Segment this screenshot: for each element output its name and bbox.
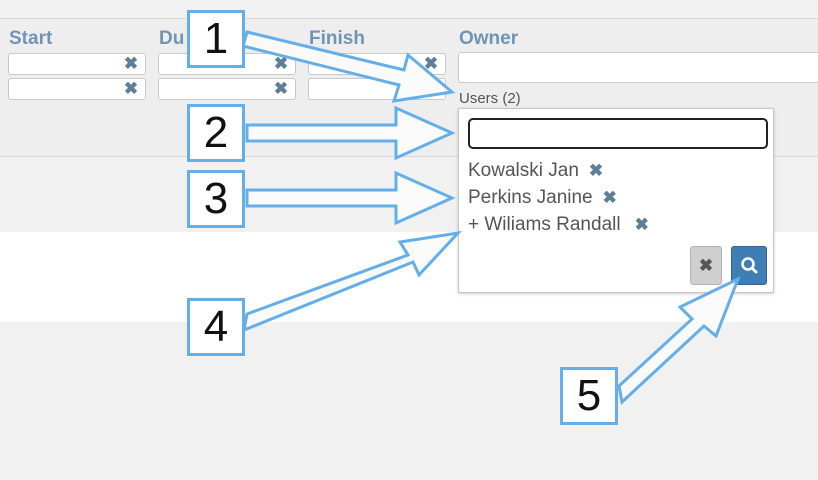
user-name: + Wiliams Randall [468, 214, 621, 235]
start-to-field[interactable]: ✖ [8, 78, 146, 100]
remove-x-icon[interactable]: ✖ [634, 215, 649, 234]
clear-x-icon[interactable]: ✖ [123, 79, 139, 98]
clear-x-icon[interactable]: ✖ [123, 54, 139, 73]
callout-1: 1 [187, 10, 245, 68]
finish-label: Finish [309, 28, 365, 49]
users-popup: Kowalski Jan ✖ Perkins Janine ✖ + Wiliams … [458, 108, 774, 293]
callout-2: 2 [187, 104, 245, 162]
start-label: Start [9, 28, 53, 49]
remove-x-icon[interactable]: ✖ [602, 188, 617, 207]
callout-3: 3 [187, 170, 245, 228]
arrow-3 [245, 170, 456, 226]
users-count-label: Users (2) [459, 90, 521, 107]
callout-5: 5 [560, 367, 618, 425]
clear-x-icon[interactable]: ✖ [273, 79, 289, 98]
finish-to-field[interactable] [308, 78, 446, 100]
clear-x-icon[interactable]: ✖ [423, 54, 439, 73]
search-button[interactable] [731, 246, 767, 285]
x-icon: ✖ [698, 256, 714, 275]
owner-input[interactable] [458, 52, 818, 83]
user-item: Perkins Janine ✖ [468, 187, 617, 209]
magnifier-icon [741, 257, 758, 274]
clear-x-icon[interactable]: ✖ [273, 54, 289, 73]
user-search-input[interactable] [468, 118, 768, 149]
user-name: Kowalski Jan [468, 160, 579, 181]
duration-label: Du [159, 28, 185, 49]
user-name: Perkins Janine [468, 187, 593, 208]
start-from-field[interactable]: ✖ [8, 53, 146, 75]
user-item: Kowalski Jan ✖ [468, 160, 603, 182]
finish-from-field[interactable]: ✖ [308, 53, 446, 75]
user-item: + Wiliams Randall ✖ [468, 214, 649, 236]
clear-selection-button[interactable]: ✖ [690, 246, 722, 285]
top-band [0, 0, 818, 19]
owner-label: Owner [459, 28, 519, 49]
duration-to-field[interactable]: ✖ [158, 78, 296, 100]
remove-x-icon[interactable]: ✖ [588, 161, 604, 180]
callout-4: 4 [187, 298, 245, 356]
